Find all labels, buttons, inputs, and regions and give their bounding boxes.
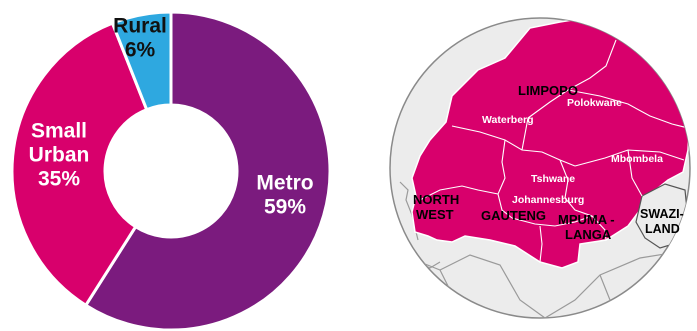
label-swaziland-line1: SWAZI- — [640, 207, 684, 221]
region-boundary — [497, 139, 513, 219]
region-boundary — [511, 215, 593, 227]
label-johannesburg: Johannesburg — [512, 194, 584, 206]
donut-slice-0 — [83, 10, 332, 331]
region-boundary — [627, 149, 643, 197]
donut-slice-1 — [10, 21, 149, 308]
label-waterberg: Waterberg — [482, 114, 534, 126]
neighbour-border — [394, 249, 690, 318]
label-gauteng: GAUTENG — [481, 208, 546, 223]
label-mpumalanga-line2: LANGA — [565, 227, 612, 242]
donut-label-1-line-2: 35% — [38, 168, 80, 191]
label-north-west-line1: NORTH — [413, 192, 459, 207]
label-north-west-line2: WEST — [416, 207, 454, 222]
label-tshwane: Tshwane — [531, 173, 575, 185]
label-polokwane: Polokwane — [567, 97, 622, 109]
region-boundary — [567, 89, 689, 129]
region-map: LIMPOPO Polokwane Waterberg Mbombela Tsh… — [389, 17, 691, 319]
region-boundary — [419, 185, 499, 201]
donut-label-0-line-1: 59% — [264, 196, 306, 219]
donut-label-2-line-0: Rural — [113, 15, 167, 38]
region-boundary — [559, 159, 607, 241]
donut-slice-2 — [110, 10, 173, 112]
donut-label-2-line-1: 6% — [125, 39, 156, 62]
label-mbombela: Mbombela — [611, 153, 663, 165]
region-boundary — [539, 225, 543, 263]
donut-label-1-line-0: Small — [31, 120, 87, 143]
label-limpopo: LIMPOPO — [518, 83, 578, 98]
donut-label-0-line-0: Metro — [256, 172, 313, 195]
donut-label-1-line-1: Urban — [29, 144, 90, 167]
label-mpumalanga-line1: MPUMA - — [558, 212, 615, 227]
label-swaziland-line2: LAND — [645, 222, 680, 236]
